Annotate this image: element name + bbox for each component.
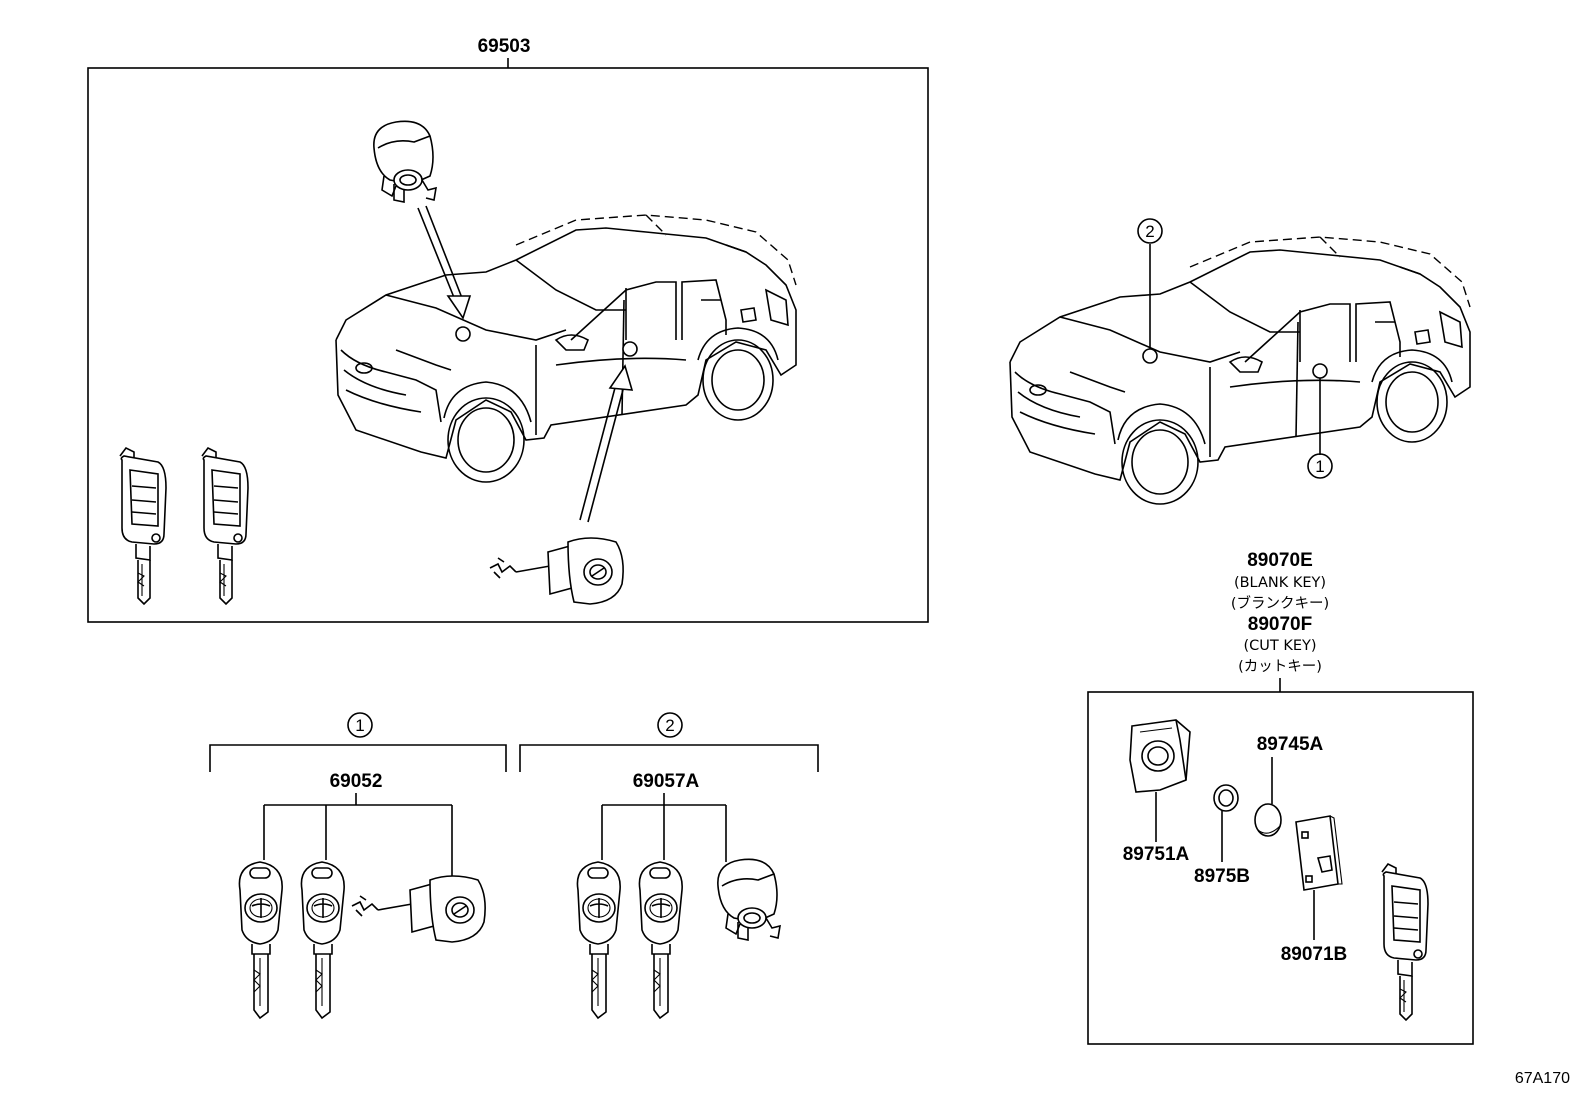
note-cut-key-jp: (カットキー) <box>1238 659 1322 675</box>
door-lock-cylinder-icon <box>489 537 624 605</box>
leader-69052 <box>263 793 453 890</box>
assembly-box-69503 <box>87 67 929 623</box>
callout-8975B: 8975B <box>1194 866 1250 887</box>
marker-label-1: 1 <box>1315 457 1324 476</box>
note-blank-key-en: (BLANK KEY) <box>1234 575 1326 591</box>
door-lock-location-dot <box>622 341 638 357</box>
note-blank-key-jp: (ブランクキー) <box>1231 594 1329 612</box>
note-cut-key-en: (CUT KEY) <box>1243 638 1316 654</box>
location-dot-2 <box>1142 348 1158 364</box>
coin-battery-icon <box>1254 803 1282 837</box>
key-assembly-box <box>1087 691 1474 1045</box>
set-marker-circle-2 <box>657 712 683 738</box>
arrow-ignition <box>417 207 456 301</box>
door-lock-cylinder-icon <box>351 875 486 943</box>
arrow-door-lock <box>579 383 617 521</box>
set-marker-label-1: 1 <box>355 716 364 735</box>
transponder-key-icon <box>238 861 283 1019</box>
flip-key-icon <box>1381 863 1429 1021</box>
vehicle-illustration-left <box>335 214 797 483</box>
callout-69503: 69503 <box>478 36 531 57</box>
callout-89070F: 89070F <box>1248 614 1312 635</box>
marker-circle-2 <box>1137 218 1163 244</box>
callout-69057A: 69057A <box>633 771 700 792</box>
transponder-key-icon <box>300 861 345 1019</box>
callout-89071B: 89071B <box>1281 944 1348 965</box>
bracket-set-1 <box>209 744 507 772</box>
ignition-cylinder-icon <box>717 858 781 941</box>
callout-89745A: 89745A <box>1257 734 1324 755</box>
flip-key-icon <box>201 447 249 605</box>
marker-circle-1 <box>1307 453 1333 479</box>
marker-label-2: 2 <box>1145 222 1154 241</box>
button-pad-icon <box>1213 784 1239 812</box>
set-marker-label-2: 2 <box>665 716 674 735</box>
leader-69057A <box>601 793 727 862</box>
ignition-cylinder-icon <box>373 120 437 203</box>
transponder-key-icon <box>576 861 621 1019</box>
vehicle-illustration-right <box>1009 236 1471 505</box>
transmitter-board-icon <box>1295 815 1343 891</box>
callout-89751A: 89751A <box>1123 844 1190 865</box>
bracket-set-2 <box>519 744 819 772</box>
callout-69052: 69052 <box>330 771 383 792</box>
key-case-cover-icon <box>1129 719 1191 793</box>
set-marker-circle-1 <box>347 712 373 738</box>
location-dot-1 <box>1312 363 1328 379</box>
transponder-key-icon <box>638 861 683 1019</box>
flip-key-icon <box>119 447 167 605</box>
callout-89070E: 89070E <box>1247 550 1313 571</box>
ignition-location-dot <box>455 326 471 342</box>
illustration-code: 67A170 <box>1515 1070 1570 1087</box>
